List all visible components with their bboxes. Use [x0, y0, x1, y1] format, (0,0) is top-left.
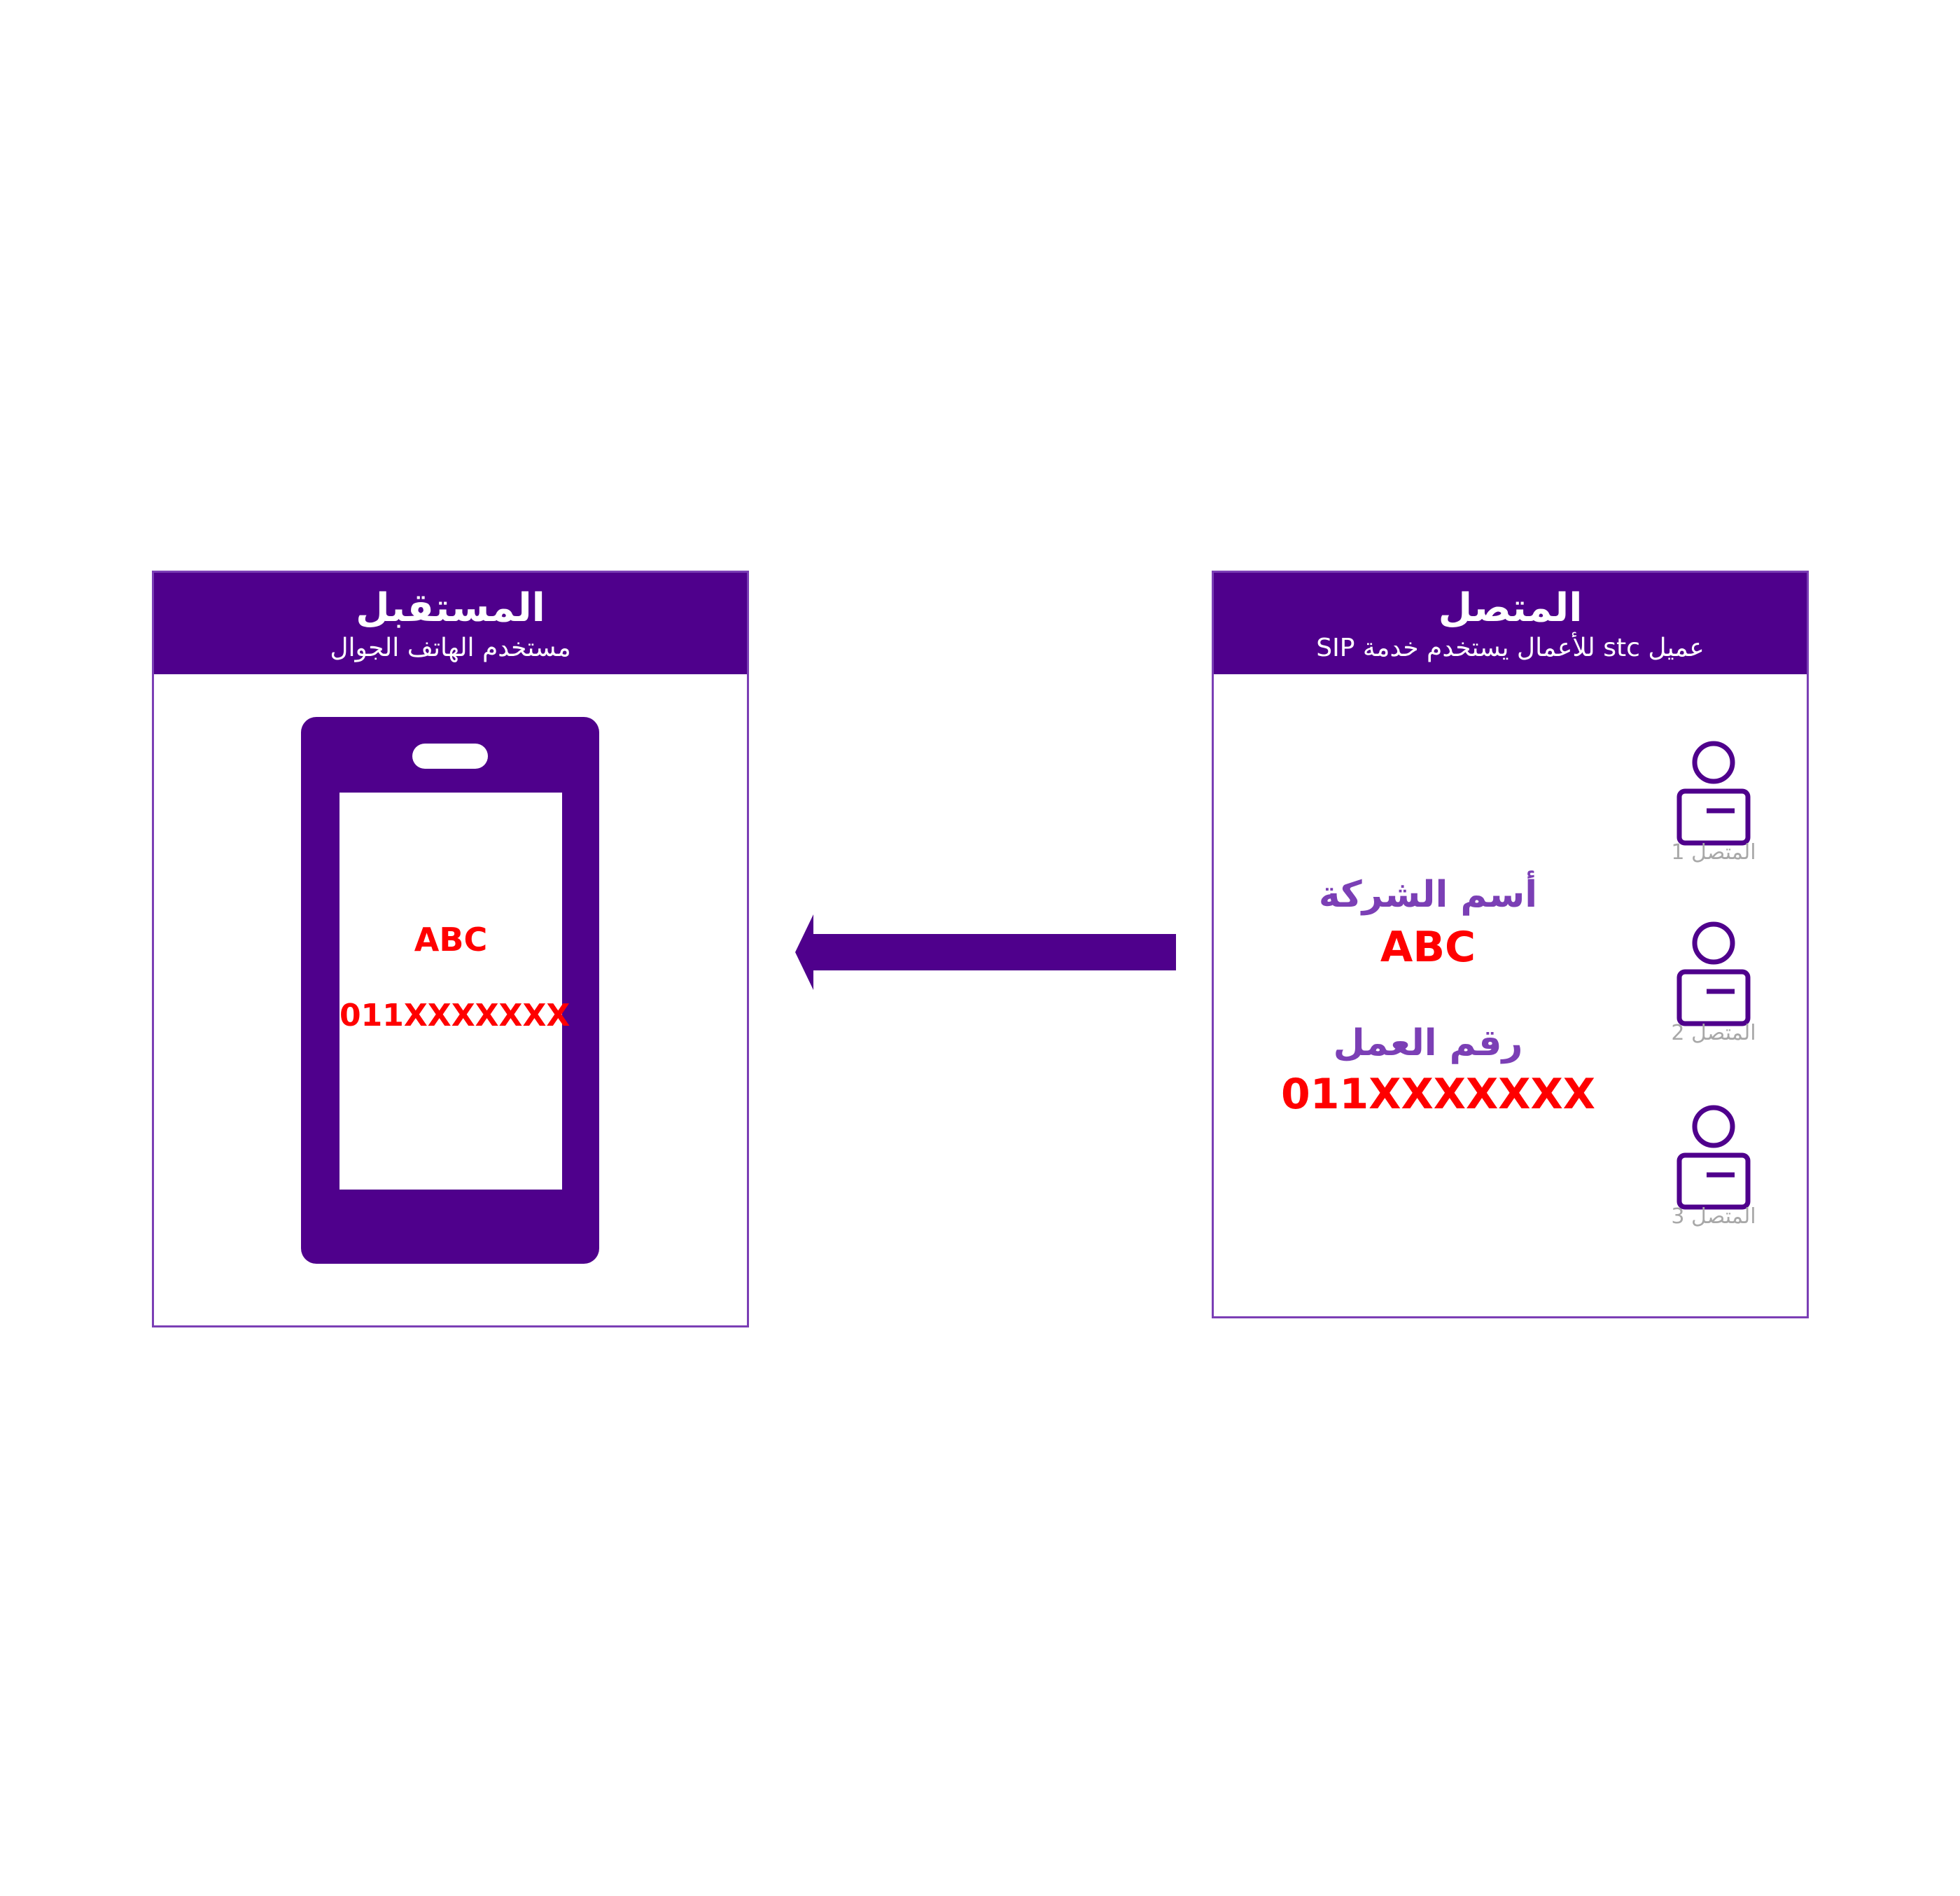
caller-panel: المتصل عميل stc للأعمال يستخدم خدمة SIP: [1212, 571, 1809, 1318]
caller-user-label: المتصل 3: [1671, 1204, 1756, 1229]
company-name-value: ABC: [1380, 923, 1476, 972]
caller-title: المتصل: [1438, 585, 1583, 631]
receiver-header: المستقبل مستخدم الهاتف الجوال: [154, 573, 747, 674]
caller-user-2: المتصل 2: [1666, 917, 1761, 1045]
company-name-label: أسم الشركة: [1318, 874, 1538, 916]
phone-speaker: [412, 744, 488, 769]
mobile-phone-icon: ABC 011XXXXXXX: [301, 717, 599, 1264]
caller-subtitle: عميل stc للأعمال يستخدم خدمة SIP: [1316, 634, 1704, 662]
caller-header: المتصل عميل stc للأعمال يستخدم خدمة SIP: [1214, 573, 1807, 674]
caller-user-3: المتصل 3: [1666, 1101, 1761, 1229]
receiver-title: المستقبل: [356, 585, 545, 631]
phone-caller-number: 011XXXXXXX: [340, 998, 570, 1033]
caller-user-label: المتصل 1: [1671, 840, 1756, 865]
work-number-value: 011XXXXXXX: [1281, 1070, 1596, 1119]
work-number-label: رقم العمل: [1333, 1022, 1523, 1064]
user-icon: [1676, 1105, 1751, 1210]
caller-user-label: المتصل 2: [1671, 1021, 1756, 1045]
arrow-left-icon: [795, 914, 1176, 990]
caller-user-1: المتصل 1: [1666, 737, 1761, 865]
receiver-subtitle: مستخدم الهاتف الجوال: [330, 634, 571, 662]
phone-caller-name: ABC: [414, 921, 488, 959]
user-icon: [1676, 921, 1751, 1026]
user-icon: [1676, 741, 1751, 846]
phone-screen: ABC 011XXXXXXX: [340, 793, 570, 1190]
